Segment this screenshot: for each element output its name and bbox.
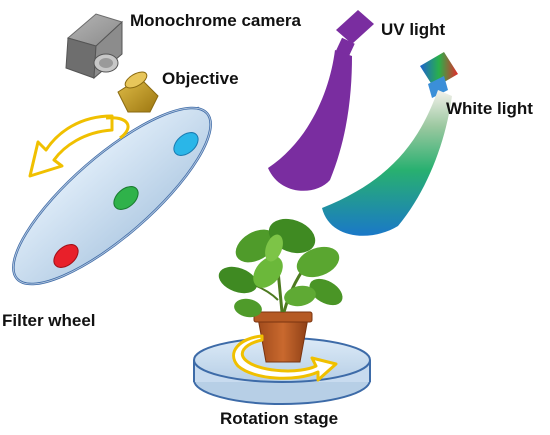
rotation-stage-label: Rotation stage bbox=[220, 409, 339, 428]
objective-icon bbox=[117, 71, 159, 113]
white-light-icon bbox=[322, 52, 458, 236]
camera-label: Monochrome camera bbox=[130, 11, 301, 30]
camera-icon bbox=[65, 13, 123, 80]
objective-label: Objective bbox=[162, 69, 239, 88]
green-filter bbox=[113, 186, 139, 210]
white-light-label: White light bbox=[446, 99, 533, 118]
cyan-filter bbox=[173, 132, 199, 156]
filter-wheel bbox=[12, 106, 212, 286]
filter-rotation-arrow bbox=[28, 114, 130, 178]
uv-light-label: UV light bbox=[381, 20, 446, 39]
red-filter bbox=[53, 244, 79, 268]
plant-icon bbox=[218, 218, 343, 363]
stage-rotation-arrow bbox=[232, 334, 338, 382]
filter-wheel-label: Filter wheel bbox=[2, 311, 96, 330]
uv-light-icon bbox=[268, 10, 374, 191]
